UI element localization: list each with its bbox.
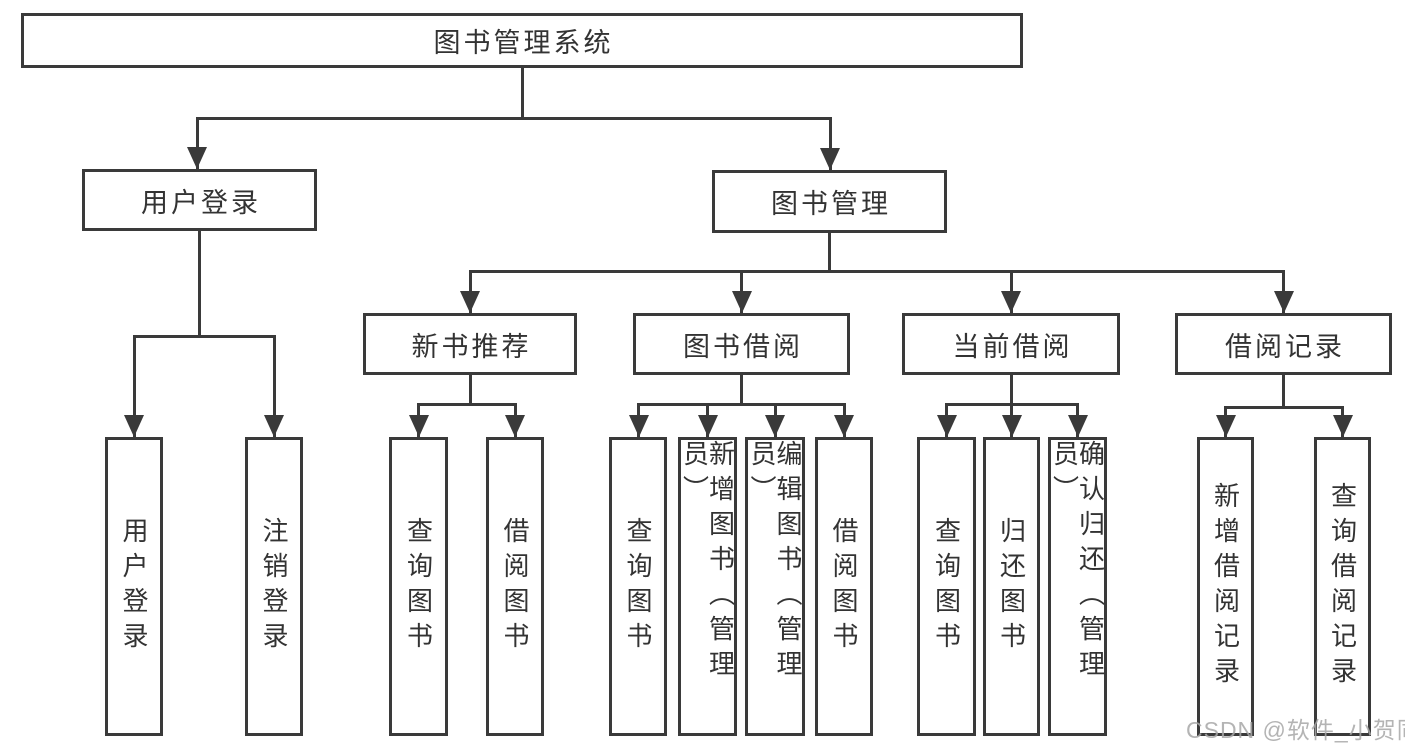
node-borrow-records: 借阅记录: [1175, 313, 1392, 375]
arrow-to-confirm-return: [1076, 402, 1079, 437]
leaf-query-borrow-record: 查询借阅记录: [1314, 437, 1371, 736]
node-current-borrow: 当前借阅: [902, 313, 1120, 375]
connector-borrow-trunk: [740, 375, 743, 405]
arrow-to-user-login: [195, 116, 199, 169]
node-borrow-records-label: 借阅记录: [1225, 331, 1345, 362]
leaf-query-books-recommend-label: 查询图书: [403, 516, 434, 657]
arrow-to-query-books-3: [945, 402, 948, 437]
arrow-to-return-books: [1010, 402, 1013, 437]
leaf-add-book-admin: 新增图书（管理员）: [678, 437, 737, 736]
leaf-confirm-return-admin-label: 确认归还（管理员）: [1049, 440, 1106, 685]
leaf-confirm-return-admin: 确认归还（管理员）: [1048, 437, 1107, 736]
leaf-query-books-borrow: 查询图书: [609, 437, 667, 736]
node-root: 图书管理系统: [21, 13, 1023, 68]
connector-records-trunk: [1282, 375, 1285, 408]
leaf-user-login: 用户登录: [105, 437, 163, 736]
connector-root-split: [195, 116, 832, 120]
leaf-add-borrow-record: 新增借阅记录: [1197, 437, 1254, 736]
leaf-add-borrow-record-label: 新增借阅记录: [1210, 481, 1241, 692]
leaf-query-books-current: 查询图书: [917, 437, 976, 736]
leaf-query-books-borrow-label: 查询图书: [623, 516, 653, 657]
leaf-borrow-books-borrow: 借阅图书: [815, 437, 873, 736]
leaf-edit-book-admin: 编辑图书（管理员）: [745, 437, 805, 736]
connector-records-split: [1224, 405, 1344, 409]
arrow-to-book-mgmt: [828, 116, 832, 170]
arrow-to-new-books: [468, 270, 472, 313]
arrow-to-records: [1282, 270, 1285, 313]
leaf-return-books-label: 归还图书: [996, 516, 1027, 657]
leaf-return-books: 归还图书: [983, 437, 1040, 736]
leaf-borrow-books-recommend: 借阅图书: [486, 437, 544, 736]
leaf-borrow-books-recommend-label: 借阅图书: [500, 516, 530, 657]
arrow-to-current: [1009, 270, 1013, 313]
node-book-management-label: 图书管理: [771, 189, 891, 219]
arrow-to-leaf-user-login: [132, 334, 136, 437]
arrow-to-edit-book: [773, 402, 777, 437]
connector-book-split: [468, 270, 1284, 273]
node-current-borrow-label: 当前借阅: [952, 331, 1073, 362]
leaf-logout: 注销登录: [245, 437, 303, 736]
leaf-borrow-books-borrow-label: 借阅图书: [829, 516, 859, 657]
connector-newbooks-split: [417, 402, 517, 406]
arrow-to-borrow-books-1: [513, 402, 517, 437]
arrow-to-query-books-2: [637, 402, 640, 437]
arrow-to-add-book: [706, 402, 709, 437]
arrow-to-borrow: [740, 270, 743, 313]
node-new-book-recommend-label: 新书推荐: [411, 331, 532, 362]
node-book-borrow: 图书借阅: [633, 313, 850, 375]
leaf-query-borrow-record-label: 查询借阅记录: [1327, 481, 1358, 692]
leaf-query-books-current-label: 查询图书: [931, 516, 962, 657]
arrow-to-borrow-books-2: [842, 402, 846, 437]
connector-root-trunk: [520, 68, 524, 118]
connector-newbooks-trunk: [468, 375, 472, 405]
arrow-to-query-books-1: [417, 402, 420, 437]
connector-user-trunk: [198, 231, 201, 337]
leaf-query-books-recommend: 查询图书: [389, 437, 448, 736]
node-new-book-recommend: 新书推荐: [363, 313, 577, 375]
arrow-to-leaf-logout: [272, 334, 276, 437]
connector-user-split: [132, 334, 275, 338]
connector-book-trunk: [828, 233, 831, 273]
leaf-user-login-label: 用户登录: [119, 516, 149, 657]
node-user-login: 用户登录: [82, 169, 317, 231]
node-root-label: 图书管理系统: [433, 28, 614, 58]
arrow-to-add-borrow-record: [1224, 405, 1227, 437]
leaf-add-book-admin-label: 新增图书（管理员）: [679, 440, 736, 685]
csdn-watermark: CSDN @软件_小贺同学: [1186, 717, 1405, 743]
arrow-to-query-borrow-record: [1341, 405, 1344, 437]
node-book-borrow-label: 图书借阅: [683, 331, 803, 362]
connector-borrow-split: [637, 402, 846, 406]
node-user-login-label: 用户登录: [141, 187, 261, 218]
leaf-logout-label: 注销登录: [259, 516, 289, 657]
node-book-management: 图书管理: [712, 170, 947, 233]
connector-current-trunk: [1009, 375, 1013, 405]
leaf-edit-book-admin-label: 编辑图书（管理员）: [747, 440, 803, 685]
